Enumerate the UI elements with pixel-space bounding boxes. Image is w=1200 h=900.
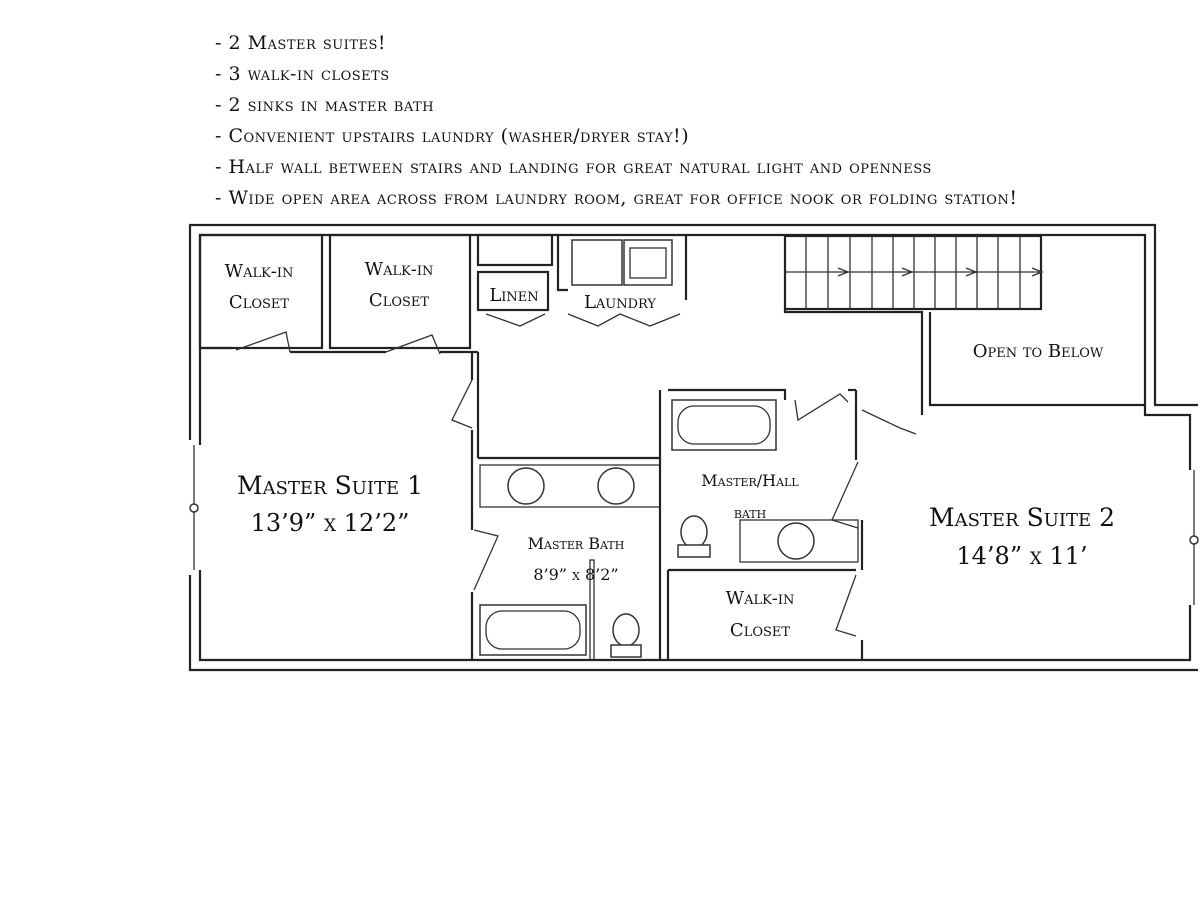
- walkin-closet-3: Walk-in Closet: [666, 570, 857, 660]
- laundry-room: Laundry: [556, 235, 688, 327]
- master-suite-2: Master Suite 2 14’8” x 11’: [831, 405, 1115, 660]
- linen-label: Linen: [489, 285, 538, 306]
- master-suite-2-dims: 14’8” x 11’: [956, 542, 1087, 570]
- walkin-closet-3-line2: Closet: [730, 620, 790, 641]
- laundry-label: Laundry: [584, 292, 656, 313]
- feature-list: - 2 Master suites! - 3 walk-in closets -…: [215, 28, 1175, 214]
- master-suite-1-dims: 13’9” x 12’2”: [251, 509, 410, 537]
- open-to-below-label: Open to Below: [973, 341, 1104, 362]
- walkin-closet-2-line2: Closet: [369, 290, 429, 311]
- master-hall-bath-line2: bath: [734, 503, 766, 522]
- walkin-closet-1-line1: Walk-in: [225, 261, 294, 282]
- master-suite-2-name: Master Suite 2: [929, 503, 1115, 532]
- walkin-closet-1: Walk-in Closet: [198, 233, 324, 353]
- walkin-closet-3-line1: Walk-in: [726, 588, 795, 609]
- master-bath-name: Master Bath: [528, 534, 625, 553]
- master-bath-dims: 8’9” x 8’2”: [533, 565, 618, 584]
- feature-item: - 3 walk-in closets: [215, 63, 390, 85]
- feature-item: - Wide open area across from laundry roo…: [215, 187, 1018, 209]
- master-suite-1: Master Suite 1 13’9” x 12’2”: [237, 350, 499, 660]
- linen-closet: Linen: [476, 233, 554, 327]
- open-to-below: Open to Below: [928, 312, 1145, 407]
- feature-item: - 2 sinks in master bath: [215, 94, 435, 116]
- master-hall-bath: Master/Hall bath: [658, 388, 859, 660]
- walkin-closet-2: Walk-in Closet: [328, 233, 472, 355]
- feature-item: - 2 Master suites!: [215, 32, 387, 54]
- walkin-closet-1-line2: Closet: [229, 292, 289, 313]
- master-bath: Master Bath 8’9” x 8’2”: [476, 352, 661, 661]
- master-hall-bath-line1: Master/Hall: [701, 471, 799, 490]
- feature-item: - Half wall between stairs and landing f…: [215, 156, 932, 178]
- walkin-closet-2-line1: Walk-in: [365, 259, 434, 280]
- feature-item: - Convenient upstairs laundry (washer/dr…: [215, 125, 690, 147]
- staircase: [783, 234, 1044, 405]
- master-suite-1-name: Master Suite 1: [237, 471, 423, 500]
